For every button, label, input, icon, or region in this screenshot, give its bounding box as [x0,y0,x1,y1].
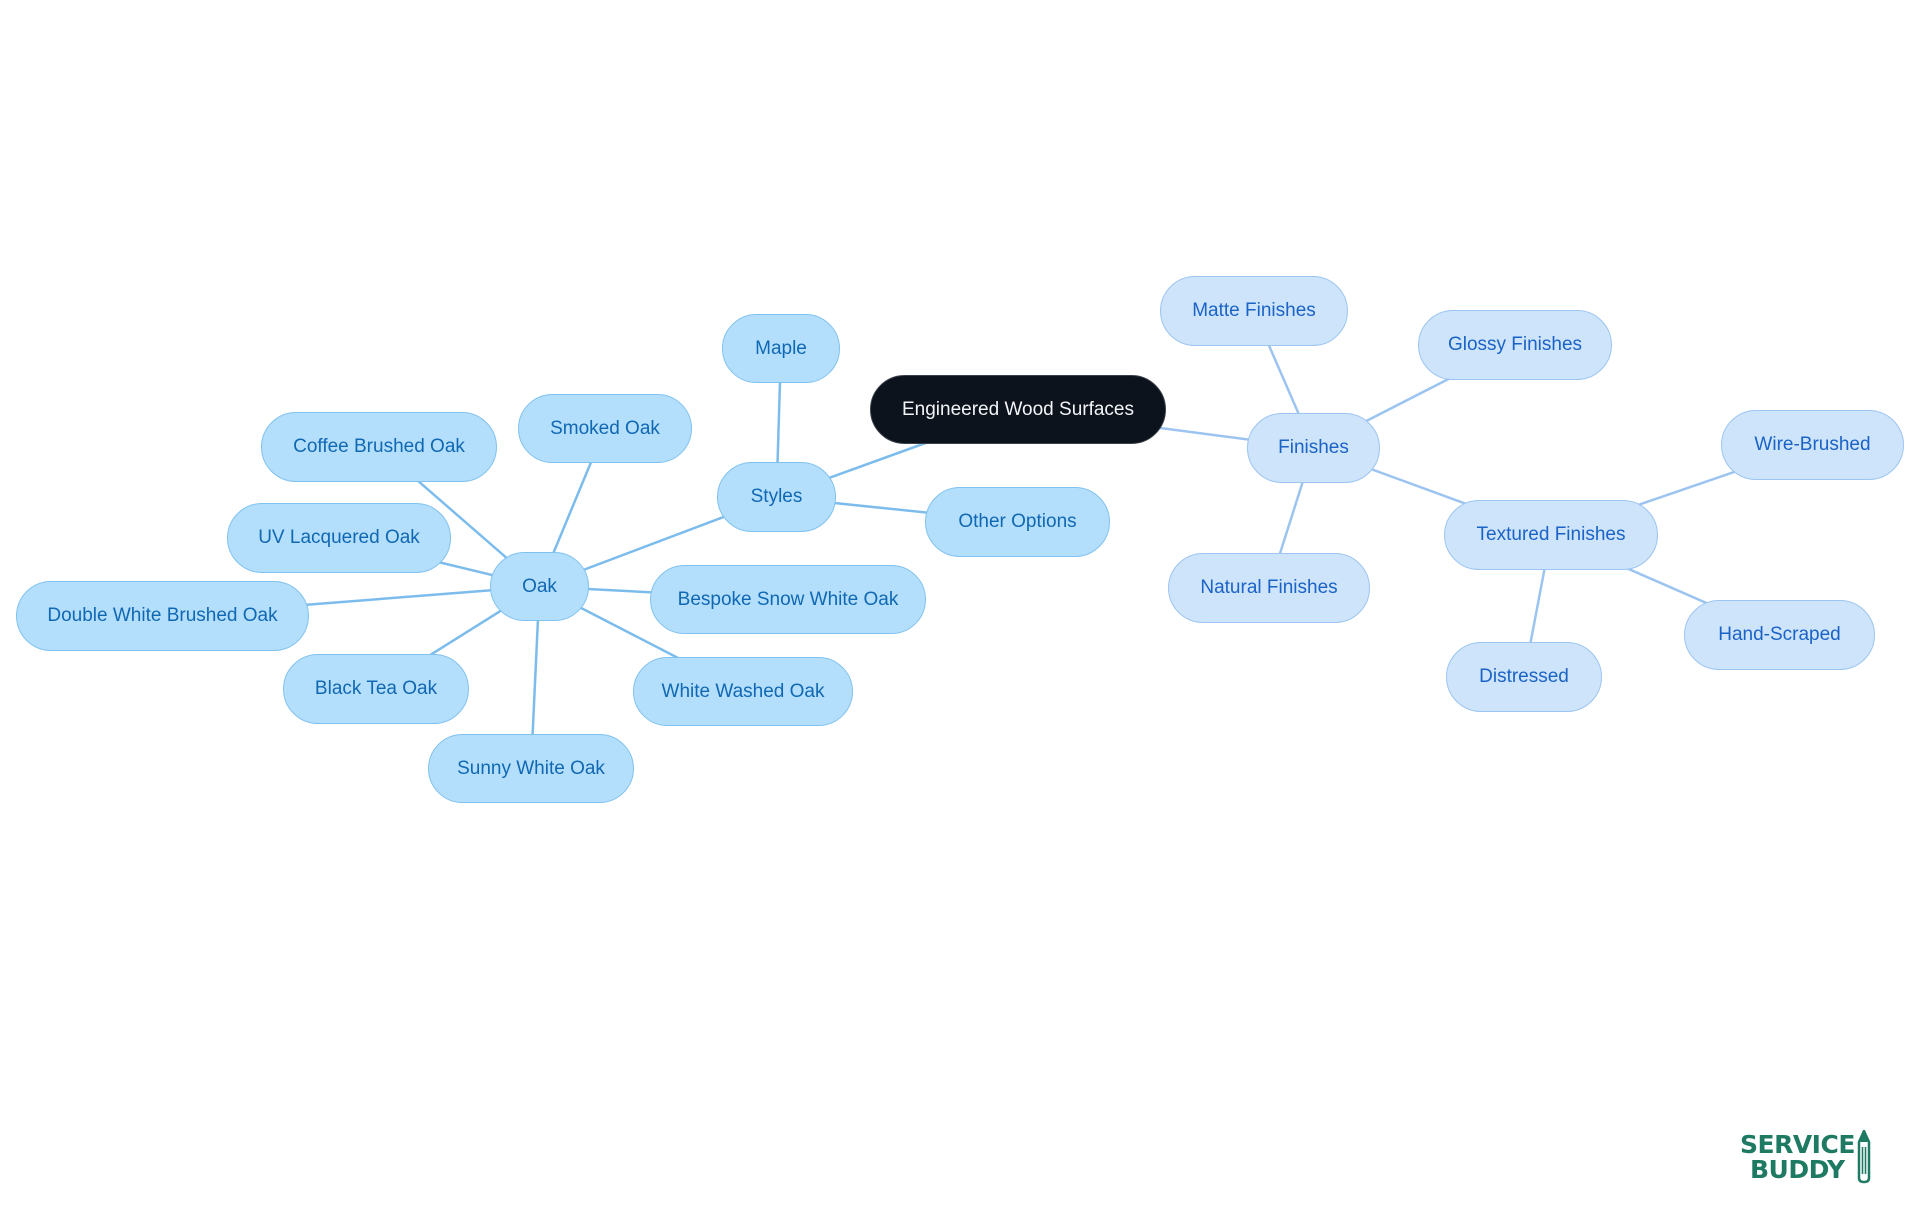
pencil-icon [1857,1130,1871,1184]
node-label: Smoked Oak [550,417,660,439]
node-double-white-brushed-oak[interactable]: Double White Brushed Oak [16,581,309,651]
node-finishes[interactable]: Finishes [1247,413,1380,483]
node-label: Coffee Brushed Oak [293,436,465,457]
node-label: Textured Finishes [1476,524,1626,545]
node-root[interactable]: Engineered Wood Surfaces [870,375,1166,444]
node-label: Matte Finishes [1192,300,1316,321]
node-label: Double White Brushed Oak [47,605,278,626]
node-wire-brushed[interactable]: Wire-Brushed [1721,410,1904,480]
node-white-washed-oak[interactable]: White Washed Oak [633,657,853,726]
node-black-tea-oak[interactable]: Black Tea Oak [283,654,469,724]
node-label: Hand-Scraped [1718,624,1841,645]
node-label: Sunny White Oak [457,757,605,779]
node-label: Oak [522,575,557,597]
node-label: Finishes [1278,437,1349,458]
node-hand-scraped[interactable]: Hand-Scraped [1684,600,1875,670]
node-coffee-brushed-oak[interactable]: Coffee Brushed Oak [261,412,497,482]
node-bespoke-snow-white-oak[interactable]: Bespoke Snow White Oak [650,565,926,634]
node-smoked-oak[interactable]: Smoked Oak [518,394,692,463]
node-label: Wire-Brushed [1754,434,1871,455]
node-matte-finishes[interactable]: Matte Finishes [1160,276,1348,346]
node-label: Glossy Finishes [1447,334,1583,355]
node-label: Other Options [958,511,1077,532]
node-label: Bespoke Snow White Oak [677,588,899,610]
node-maple[interactable]: Maple [722,314,840,383]
node-label: Distressed [1479,666,1569,687]
node-label: Natural Finishes [1200,577,1338,598]
service-buddy-logo: SERVICE BUDDY [1740,1130,1872,1184]
logo-text-line2: BUDDY [1750,1155,1845,1184]
node-other-options[interactable]: Other Options [925,487,1110,557]
node-label: Engineered Wood Surfaces [901,398,1135,420]
node-natural-finishes[interactable]: Natural Finishes [1168,553,1370,623]
node-label: Styles [750,486,803,507]
node-styles[interactable]: Styles [717,462,836,532]
node-label: Black Tea Oak [314,678,438,699]
node-distressed[interactable]: Distressed [1446,642,1602,712]
node-sunny-white-oak[interactable]: Sunny White Oak [428,734,634,803]
node-label: White Washed Oak [661,680,825,702]
node-textured-finishes[interactable]: Textured Finishes [1444,500,1658,570]
node-oak[interactable]: Oak [490,552,589,621]
node-uv-lacquered-oak[interactable]: UV Lacquered Oak [227,503,451,573]
node-label: UV Lacquered Oak [258,527,420,548]
node-glossy-finishes[interactable]: Glossy Finishes [1418,310,1612,380]
logo-text-line1: SERVICE [1740,1130,1855,1159]
node-label: Maple [755,337,807,359]
